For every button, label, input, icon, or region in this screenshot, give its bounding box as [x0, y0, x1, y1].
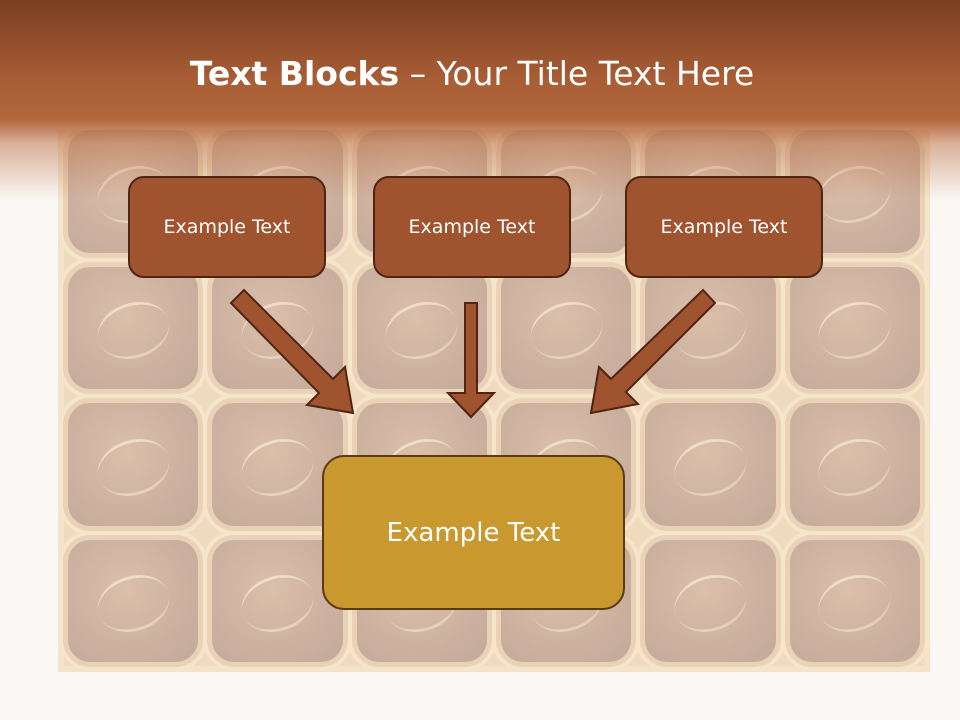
arrow-left-diagonal-icon[interactable] — [229, 288, 355, 415]
main-text-block-label: Example Text — [386, 517, 561, 548]
text-block-1[interactable]: Example Text — [128, 176, 326, 278]
text-block-2[interactable]: Example Text — [373, 176, 571, 278]
slide-title[interactable]: Text Blocks – Your Title Text Here — [0, 52, 944, 96]
arrow-right-diagonal-icon[interactable] — [589, 288, 717, 415]
title-rest: Your Title Text Here — [436, 54, 755, 93]
text-block-label: Example Text — [660, 216, 788, 238]
title-separator: – — [399, 54, 437, 93]
header-bar — [0, 0, 960, 200]
text-block-label: Example Text — [408, 216, 536, 238]
arrow-down-icon[interactable] — [445, 302, 497, 419]
main-text-block[interactable]: Example Text — [322, 455, 625, 610]
text-block-label: Example Text — [163, 216, 291, 238]
title-bold: Text Blocks — [189, 54, 400, 93]
text-block-3[interactable]: Example Text — [625, 176, 823, 278]
